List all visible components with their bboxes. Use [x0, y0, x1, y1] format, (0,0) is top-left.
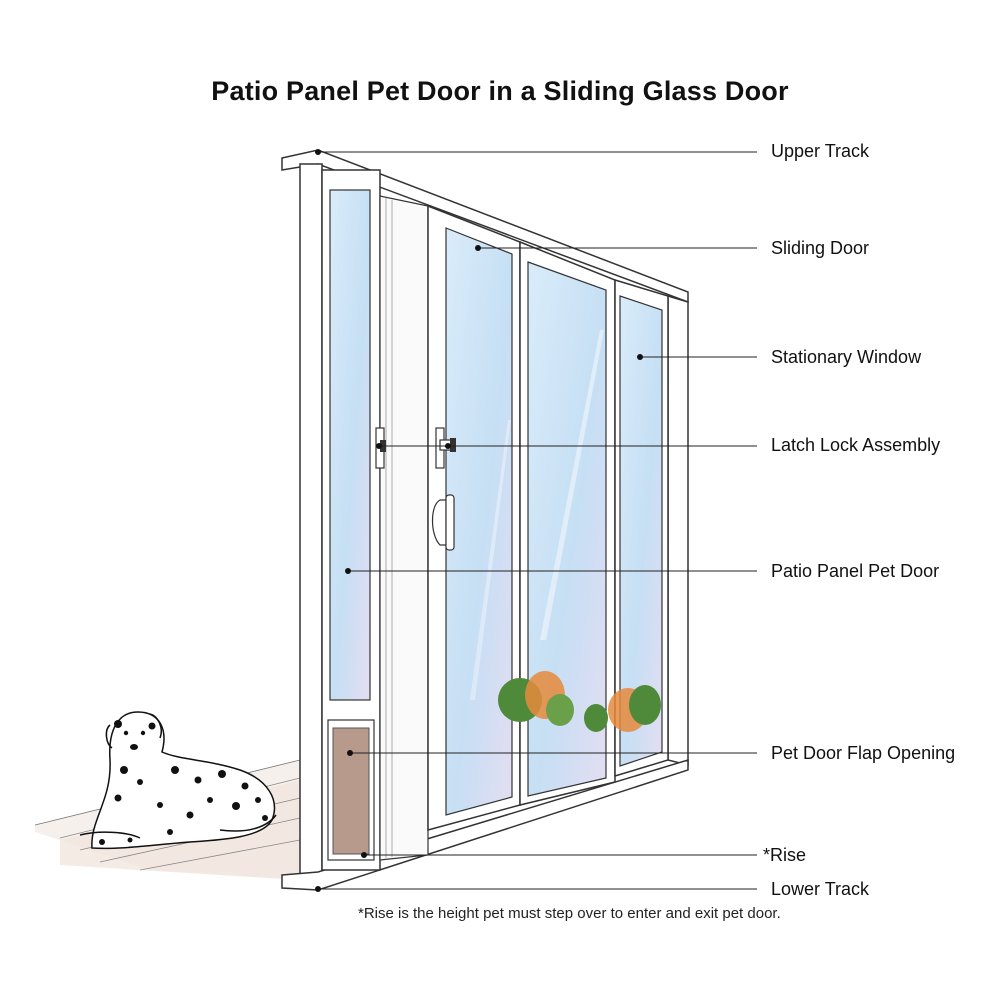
stationary-section: [470, 240, 669, 806]
label-lower-track: Lower Track: [771, 879, 870, 899]
label-pet-door-flap-opening: Pet Door Flap Opening: [771, 743, 956, 763]
label-sliding-door: Sliding Door: [771, 238, 870, 258]
dalmatian-dog: [79, 711, 277, 850]
label-stationary-window: Stationary Window: [771, 347, 922, 367]
diagram-title: Patio Panel Pet Door in a Sliding Glass …: [211, 76, 789, 106]
label-rise: *Rise: [763, 845, 807, 865]
foliage: [498, 671, 661, 732]
label-latch-lock-assembly: Latch Lock Assembly: [771, 435, 941, 455]
label-upper-track: Upper Track: [771, 141, 870, 161]
patio-panel: [321, 169, 381, 871]
label-patio-panel-pet-door: Patio Panel Pet Door: [771, 561, 940, 581]
leader-lines: [318, 151, 757, 890]
sliding-door: [427, 204, 521, 831]
panel-gap: [379, 195, 429, 861]
footnote: *Rise is the height pet must step over t…: [358, 905, 781, 922]
leader-dots: [315, 149, 643, 892]
